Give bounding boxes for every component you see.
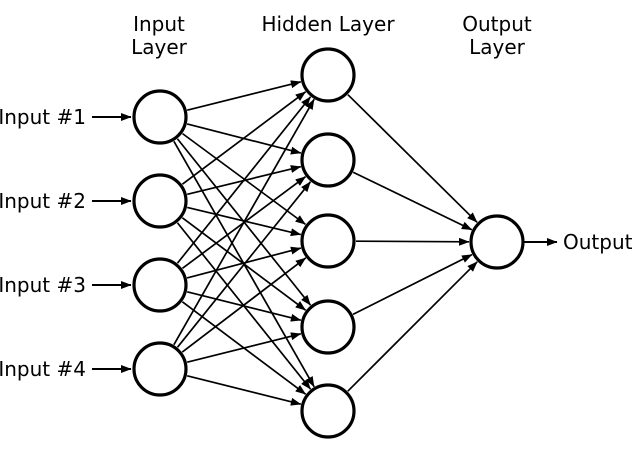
hidden-layer-title: Hidden Layer bbox=[261, 12, 395, 36]
node-label-i2: Input #2 bbox=[0, 189, 86, 213]
edge-h2-o1 bbox=[352, 171, 473, 231]
input-node-i1 bbox=[132, 89, 188, 145]
hidden-node-h4 bbox=[300, 299, 356, 355]
node-label-o1: Output bbox=[563, 230, 633, 254]
input-layer-title-line-1: Input bbox=[133, 12, 185, 36]
edge-i4-h2 bbox=[176, 181, 312, 348]
edge-h3-o1 bbox=[355, 237, 470, 246]
edge-h1-o1 bbox=[347, 94, 478, 223]
output-layer-title-line-2: Layer bbox=[469, 35, 526, 59]
edge-i4-h1 bbox=[173, 98, 315, 346]
hidden-node-h5 bbox=[300, 383, 356, 439]
edge-i4-h3 bbox=[181, 257, 307, 353]
node-labels-group: Input #1 Input #2 Input #3 Input #4 Output bbox=[0, 105, 633, 381]
output-layer-title-line-1: Output bbox=[462, 12, 532, 36]
hidden-node-h3 bbox=[300, 213, 356, 269]
edge-i3-h3 bbox=[186, 246, 302, 279]
edge-h5-o1 bbox=[347, 261, 478, 392]
edge-i4-h5 bbox=[186, 374, 302, 406]
node-label-i1: Input #1 bbox=[0, 105, 86, 129]
hidden-node-h1 bbox=[300, 47, 356, 103]
edge-i3-h1 bbox=[176, 96, 312, 264]
node-label-i3: Input #3 bbox=[0, 273, 86, 297]
input-node-i3 bbox=[132, 257, 188, 313]
input-node-i4 bbox=[132, 341, 188, 397]
input-node-i2 bbox=[132, 173, 188, 229]
edge-h4-o1 bbox=[352, 253, 473, 316]
nodes-group bbox=[132, 47, 525, 439]
edges-group bbox=[173, 80, 478, 406]
edge-i1-h1 bbox=[186, 80, 302, 112]
edge-i2-h1 bbox=[181, 91, 307, 185]
node-label-i4: Input #4 bbox=[0, 357, 86, 381]
output-node-o1 bbox=[469, 214, 525, 270]
input-layer-title-line-2: Layer bbox=[131, 35, 188, 59]
edge-i4-h4 bbox=[186, 332, 302, 364]
hidden-node-h2 bbox=[300, 132, 356, 188]
